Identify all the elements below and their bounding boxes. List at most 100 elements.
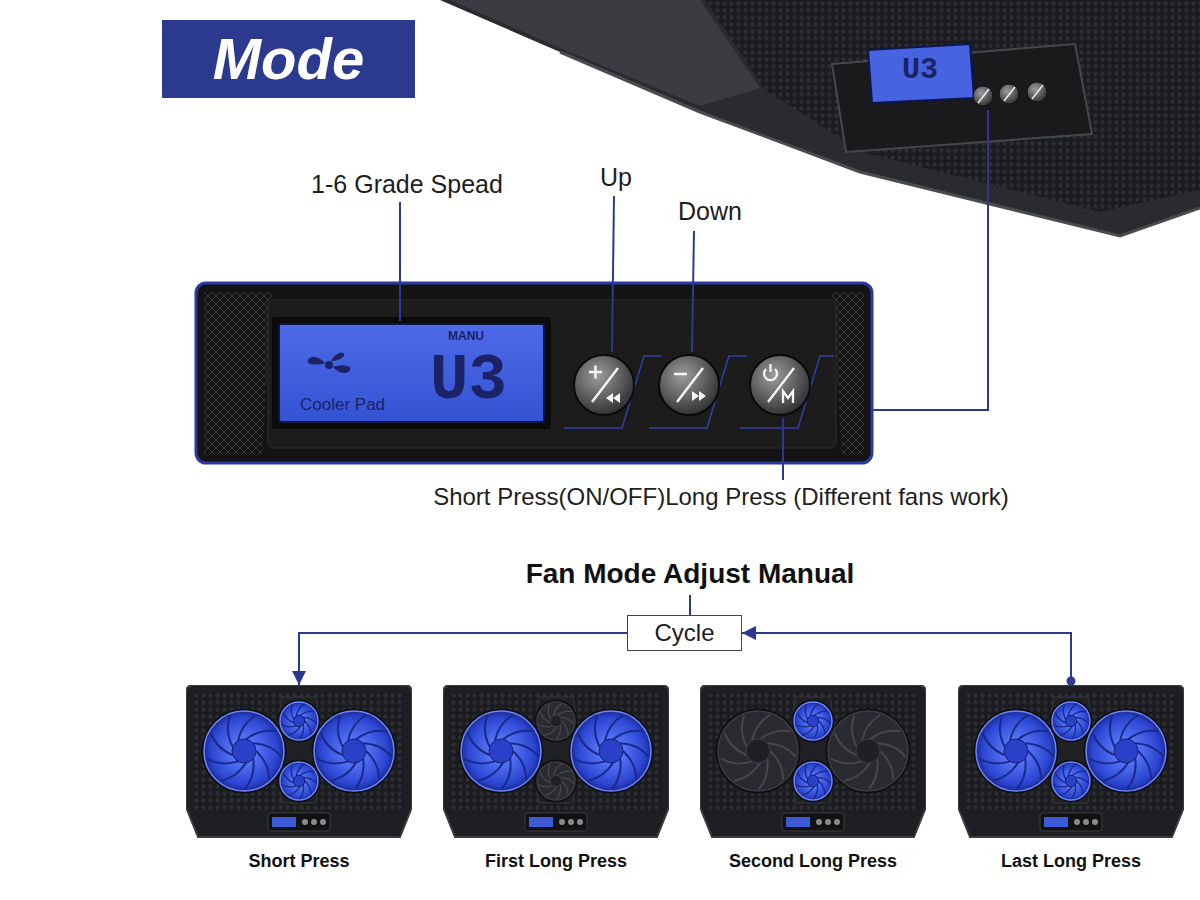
down-button	[659, 355, 719, 415]
fan-disc	[794, 762, 832, 800]
panel-bevel	[268, 300, 836, 448]
label-slot: U3	[902, 53, 938, 88]
fan-housing	[459, 709, 544, 794]
fan-hub	[550, 775, 561, 786]
leader-line	[782, 418, 784, 480]
pad-console-button	[1083, 819, 1089, 825]
fan-blades	[207, 715, 282, 789]
pad-photo-stand	[450, 0, 760, 106]
fan-disc	[571, 711, 651, 791]
pad-console	[268, 813, 330, 831]
fan-disc	[280, 702, 318, 740]
pad-console	[525, 813, 587, 831]
pad-console-button	[302, 819, 308, 825]
fan-disc	[1086, 711, 1166, 791]
leader-line	[612, 196, 614, 352]
pad-console-button	[311, 819, 317, 825]
fan-icon-blade	[308, 353, 351, 373]
fan-hub	[599, 739, 623, 763]
pad-mesh	[708, 692, 918, 810]
panel-texture	[204, 292, 272, 455]
fan-blades	[1053, 764, 1089, 799]
cooler-pad: Short Press	[186, 685, 412, 873]
fan-blades	[831, 715, 906, 789]
cooler-pad: First Long Press	[443, 685, 669, 873]
power-symbol	[764, 364, 794, 402]
pad-console-lcd	[529, 817, 553, 827]
pad-console-button	[577, 819, 583, 825]
pad-console	[1040, 813, 1102, 831]
pad-console	[782, 813, 844, 831]
fan-disc	[204, 711, 284, 791]
lcd-text: Cooler Pad	[300, 395, 385, 415]
title-box: Mode	[162, 20, 415, 98]
fan-housing	[278, 760, 321, 803]
label-slot: 1-6 Grade Spead	[311, 170, 503, 199]
label-slot: Down	[678, 197, 742, 226]
pad-console-lcd	[786, 817, 810, 827]
leader-line	[399, 202, 401, 321]
leader-line	[873, 110, 988, 410]
pad-console-button	[559, 819, 565, 825]
fan-disc	[314, 711, 394, 791]
pad-photo-lcd	[868, 44, 974, 103]
callout-label: Up	[600, 163, 632, 192]
fan-housing	[974, 709, 1059, 794]
fan-icon	[302, 347, 356, 383]
fan-blades	[281, 764, 317, 799]
instruction-text: Short Press(ON/OFF)Long Press (Different…	[433, 483, 1009, 511]
fan-hub	[550, 715, 561, 726]
pad-console-button	[320, 819, 326, 825]
fan-housing	[1050, 760, 1093, 803]
fan-disc	[1052, 762, 1090, 800]
up-button	[574, 355, 634, 415]
fan-disc	[976, 711, 1056, 791]
fan-blades	[1089, 715, 1164, 789]
button-trim	[740, 356, 834, 428]
fan-blades	[979, 715, 1054, 789]
cycle-text: Cycle	[654, 616, 714, 649]
fan-housing	[569, 709, 654, 794]
cooler-pad: Second Long Press	[700, 685, 926, 873]
pad-console-button	[834, 819, 840, 825]
lcd-display: MANUU3Cooler Pad	[278, 323, 545, 423]
lcd-reading: U3	[902, 53, 938, 88]
control-panel	[196, 283, 872, 463]
fan-disc	[280, 762, 318, 800]
fan-blades	[538, 704, 574, 739]
fan-hub	[1004, 739, 1028, 763]
label-slot: Fan Mode Adjust Manual	[526, 558, 855, 590]
fan-hub	[293, 715, 304, 726]
pad-console-button	[816, 819, 822, 825]
cooler-pad: Last Long Press	[958, 685, 1184, 873]
fan-housing	[278, 700, 321, 743]
pad-body	[443, 685, 669, 837]
callout-label: Down	[678, 197, 742, 226]
fan-disc	[828, 711, 908, 791]
fan-housing	[535, 760, 578, 803]
fan-hub	[1065, 715, 1076, 726]
mode-caption: First Long Press	[443, 851, 669, 873]
power-button	[750, 355, 810, 415]
fan-housing	[1050, 700, 1093, 743]
minus-symbol	[674, 368, 703, 402]
lcd-text-slot: MANU	[448, 330, 484, 344]
fan-blades	[317, 715, 392, 789]
pad-body	[958, 685, 1184, 837]
callout-label: 1-6 Grade Spead	[311, 170, 503, 199]
pad-mesh	[451, 692, 661, 810]
fan-hub	[1065, 775, 1076, 786]
fan-hub	[807, 715, 818, 726]
fan-blades	[538, 764, 574, 799]
fan-icon-hub	[325, 361, 333, 369]
fan-hub	[293, 775, 304, 786]
fan-hub	[232, 739, 256, 763]
pad-mesh	[194, 692, 404, 810]
fan-blades	[464, 715, 539, 789]
fan-housing	[826, 709, 911, 794]
button-trim	[564, 356, 662, 428]
pad-photo-button-mark	[978, 85, 1043, 103]
mode-caption: Last Long Press	[958, 851, 1184, 873]
fan-disc	[1052, 702, 1090, 740]
